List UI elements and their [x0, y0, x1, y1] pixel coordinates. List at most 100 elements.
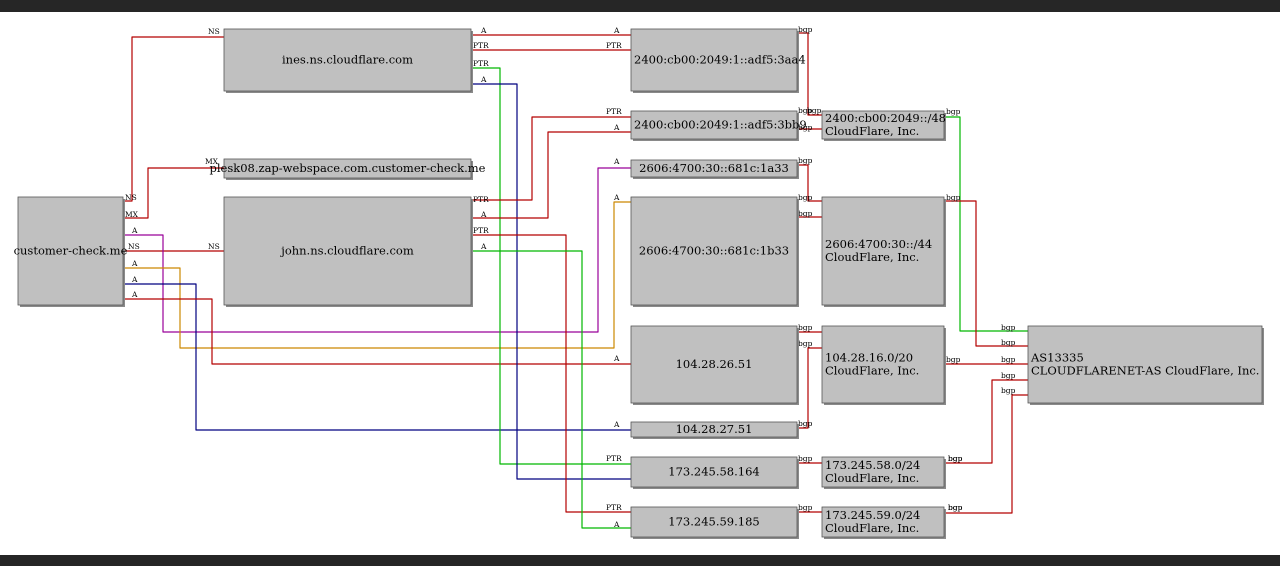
edge-tail-label: NS — [128, 242, 140, 251]
edge-customer-plesk-1 — [123, 167, 224, 219]
node-box — [223, 158, 472, 179]
edge-head-label: bgp — [798, 339, 813, 348]
node-label: 2606:4700:30::681c:1b33 — [639, 244, 789, 258]
node-ip6d[interactable]: 2606:4700:30::681c:1b33 — [630, 196, 799, 307]
edge-head-label: bgp — [1001, 323, 1016, 332]
node-ip4d[interactable]: 173.245.59.185 — [630, 506, 799, 539]
edge-head-label: bgp — [798, 209, 813, 218]
node-label: 173.245.58.0/24 — [825, 458, 920, 472]
edge-tail-label: A — [131, 275, 138, 284]
node-plesk[interactable]: plesk08.zap-webspace.com.customer-check.… — [210, 158, 486, 180]
edge-net5-asn-27 — [944, 394, 1028, 514]
edge-ines-ip4c-10 — [471, 83, 631, 480]
node-box — [821, 196, 945, 306]
edge-tail-label: MX — [125, 210, 139, 219]
node-label: customer-check.me — [14, 244, 128, 258]
node-ip6a[interactable]: 2400:cb00:2049:1::adf5:3aa4 — [630, 28, 806, 93]
node-customer[interactable]: customer-check.me — [14, 196, 128, 307]
edge-ip4b-net3-20 — [797, 347, 822, 429]
edge-tail-label: A — [480, 75, 487, 84]
edge-tail-label: bgp — [946, 193, 961, 202]
node-label: CloudFlare, Inc. — [825, 521, 919, 535]
edge-tail-label: bgp — [946, 107, 961, 116]
edge-ip6a-net1-15 — [797, 32, 822, 116]
edge-tail-label: NS — [125, 193, 137, 202]
edge-tail-label: PTR — [473, 59, 489, 68]
edge-net2-asn-24 — [944, 200, 1028, 347]
edge-john-ip6b-11 — [471, 116, 631, 201]
edge-head-label: bgp — [948, 454, 963, 463]
node-box — [630, 421, 798, 438]
node-ip4a[interactable]: 104.28.26.51 — [630, 325, 799, 405]
edge-head-label: PTR — [606, 41, 622, 50]
edge-head-label: bgp — [1001, 338, 1016, 347]
node-box — [821, 456, 945, 488]
edge-customer-ip4b-5 — [123, 283, 631, 431]
edge-head-label: NS — [208, 242, 220, 251]
node-label: 2400:cb00:2049:1::adf5:3aa4 — [634, 53, 806, 67]
node-label: plesk08.zap-webspace.com.customer-check.… — [210, 161, 486, 175]
edge-john-ip4d-14 — [471, 250, 631, 529]
node-label: CloudFlare, Inc. — [825, 364, 919, 378]
edge-customer-ip6c-3 — [123, 167, 631, 333]
node-ines[interactable]: ines.ns.cloudflare.com — [223, 28, 473, 93]
node-ip4b[interactable]: 104.28.27.51 — [630, 421, 799, 439]
node-box — [821, 506, 945, 538]
node-label: CloudFlare, Inc. — [825, 250, 919, 264]
edge-tail-label: A — [131, 259, 138, 268]
edge-tail-label: bgp — [798, 106, 813, 115]
edge-tail-label: A — [480, 242, 487, 251]
edge-head-label: A — [613, 26, 620, 35]
edge-tail-label: bgp — [798, 156, 813, 165]
edge-tail-label: bgp — [948, 454, 963, 463]
edge-tail-label: bgp — [948, 503, 963, 512]
node-box — [17, 196, 124, 306]
node-label: ines.ns.cloudflare.com — [282, 53, 413, 67]
edge-head-label: PTR — [606, 503, 622, 512]
edge-customer-ip6d-4 — [123, 201, 631, 349]
edge-tail-label: PTR — [473, 195, 489, 204]
edge-head-label: MX — [205, 157, 219, 166]
edge-tail-label: bgp — [946, 355, 961, 364]
edge-head-label: bgp — [1001, 355, 1016, 364]
edge-head-label: A — [613, 520, 620, 529]
edge-tail-label: bgp — [798, 454, 813, 463]
edge-head-label: bgp — [798, 193, 813, 202]
edge-john-ip6b-12 — [471, 131, 631, 219]
edge-head-label: bgp — [1001, 386, 1016, 395]
edge-customer-ines-0 — [123, 36, 224, 202]
node-label: 2606:4700:30::/44 — [825, 237, 932, 251]
edge-tail-label: A — [131, 226, 138, 235]
node-box — [630, 196, 798, 306]
edge-head-label: bgp — [798, 123, 813, 132]
edge-head-label: A — [613, 354, 620, 363]
node-box — [630, 456, 798, 488]
edge-tail-label: A — [480, 26, 487, 35]
node-label: CloudFlare, Inc. — [825, 471, 919, 485]
edge-head-label: NS — [208, 27, 220, 36]
edge-tail-label: A — [131, 290, 138, 299]
node-ip6c[interactable]: 2606:4700:30::681c:1a33 — [630, 159, 799, 179]
edge-tail-label: bgp — [798, 25, 813, 34]
edge-head-label: bgp — [807, 106, 822, 115]
edge-john-ip4d-13 — [471, 234, 631, 513]
node-ip6b[interactable]: 2400:cb00:2049:1::adf5:3bb9 — [630, 110, 807, 141]
node-label: 2606:4700:30::681c:1a33 — [639, 161, 789, 175]
node-box — [630, 325, 798, 404]
node-label: 104.28.26.51 — [676, 357, 753, 371]
edge-ines-ip4c-9 — [471, 67, 631, 465]
node-label: 2400:cb00:2049:1::adf5:3bb9 — [634, 118, 807, 132]
node-box — [630, 506, 798, 538]
node-label: AS13335 — [1030, 351, 1084, 365]
node-ip4c[interactable]: 173.245.58.164 — [630, 456, 799, 489]
node-john[interactable]: john.ns.cloudflare.com — [223, 196, 473, 307]
edge-net1-asn-23 — [944, 116, 1028, 332]
